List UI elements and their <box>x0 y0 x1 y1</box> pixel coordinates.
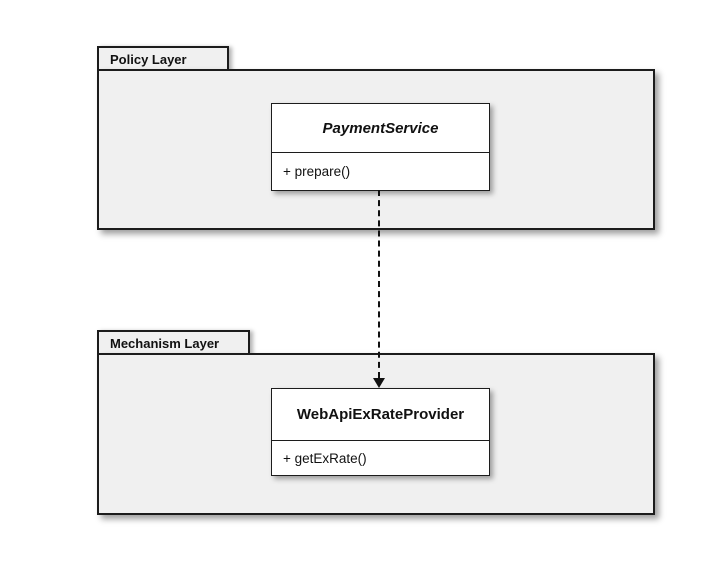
dependency-arrowhead-icon <box>373 378 385 388</box>
class-name-webapi-exrate-provider: WebApiExRateProvider <box>272 389 489 441</box>
package-label-mechanism-layer: Mechanism Layer <box>110 336 220 351</box>
package-tab-mechanism-layer: Mechanism Layer <box>97 330 250 355</box>
class-name-payment-service: PaymentService <box>272 104 489 153</box>
class-box-webapi-exrate-provider: WebApiExRateProvider + getExRate() <box>271 388 490 476</box>
class-method-getexrate: + getExRate() <box>283 450 367 466</box>
package-tab-policy-layer: Policy Layer <box>97 46 229 71</box>
class-box-payment-service: PaymentService + prepare() <box>271 103 490 191</box>
dependency-line <box>378 190 380 378</box>
class-method-prepare: + prepare() <box>283 164 351 179</box>
package-label-policy-layer: Policy Layer <box>110 52 187 67</box>
